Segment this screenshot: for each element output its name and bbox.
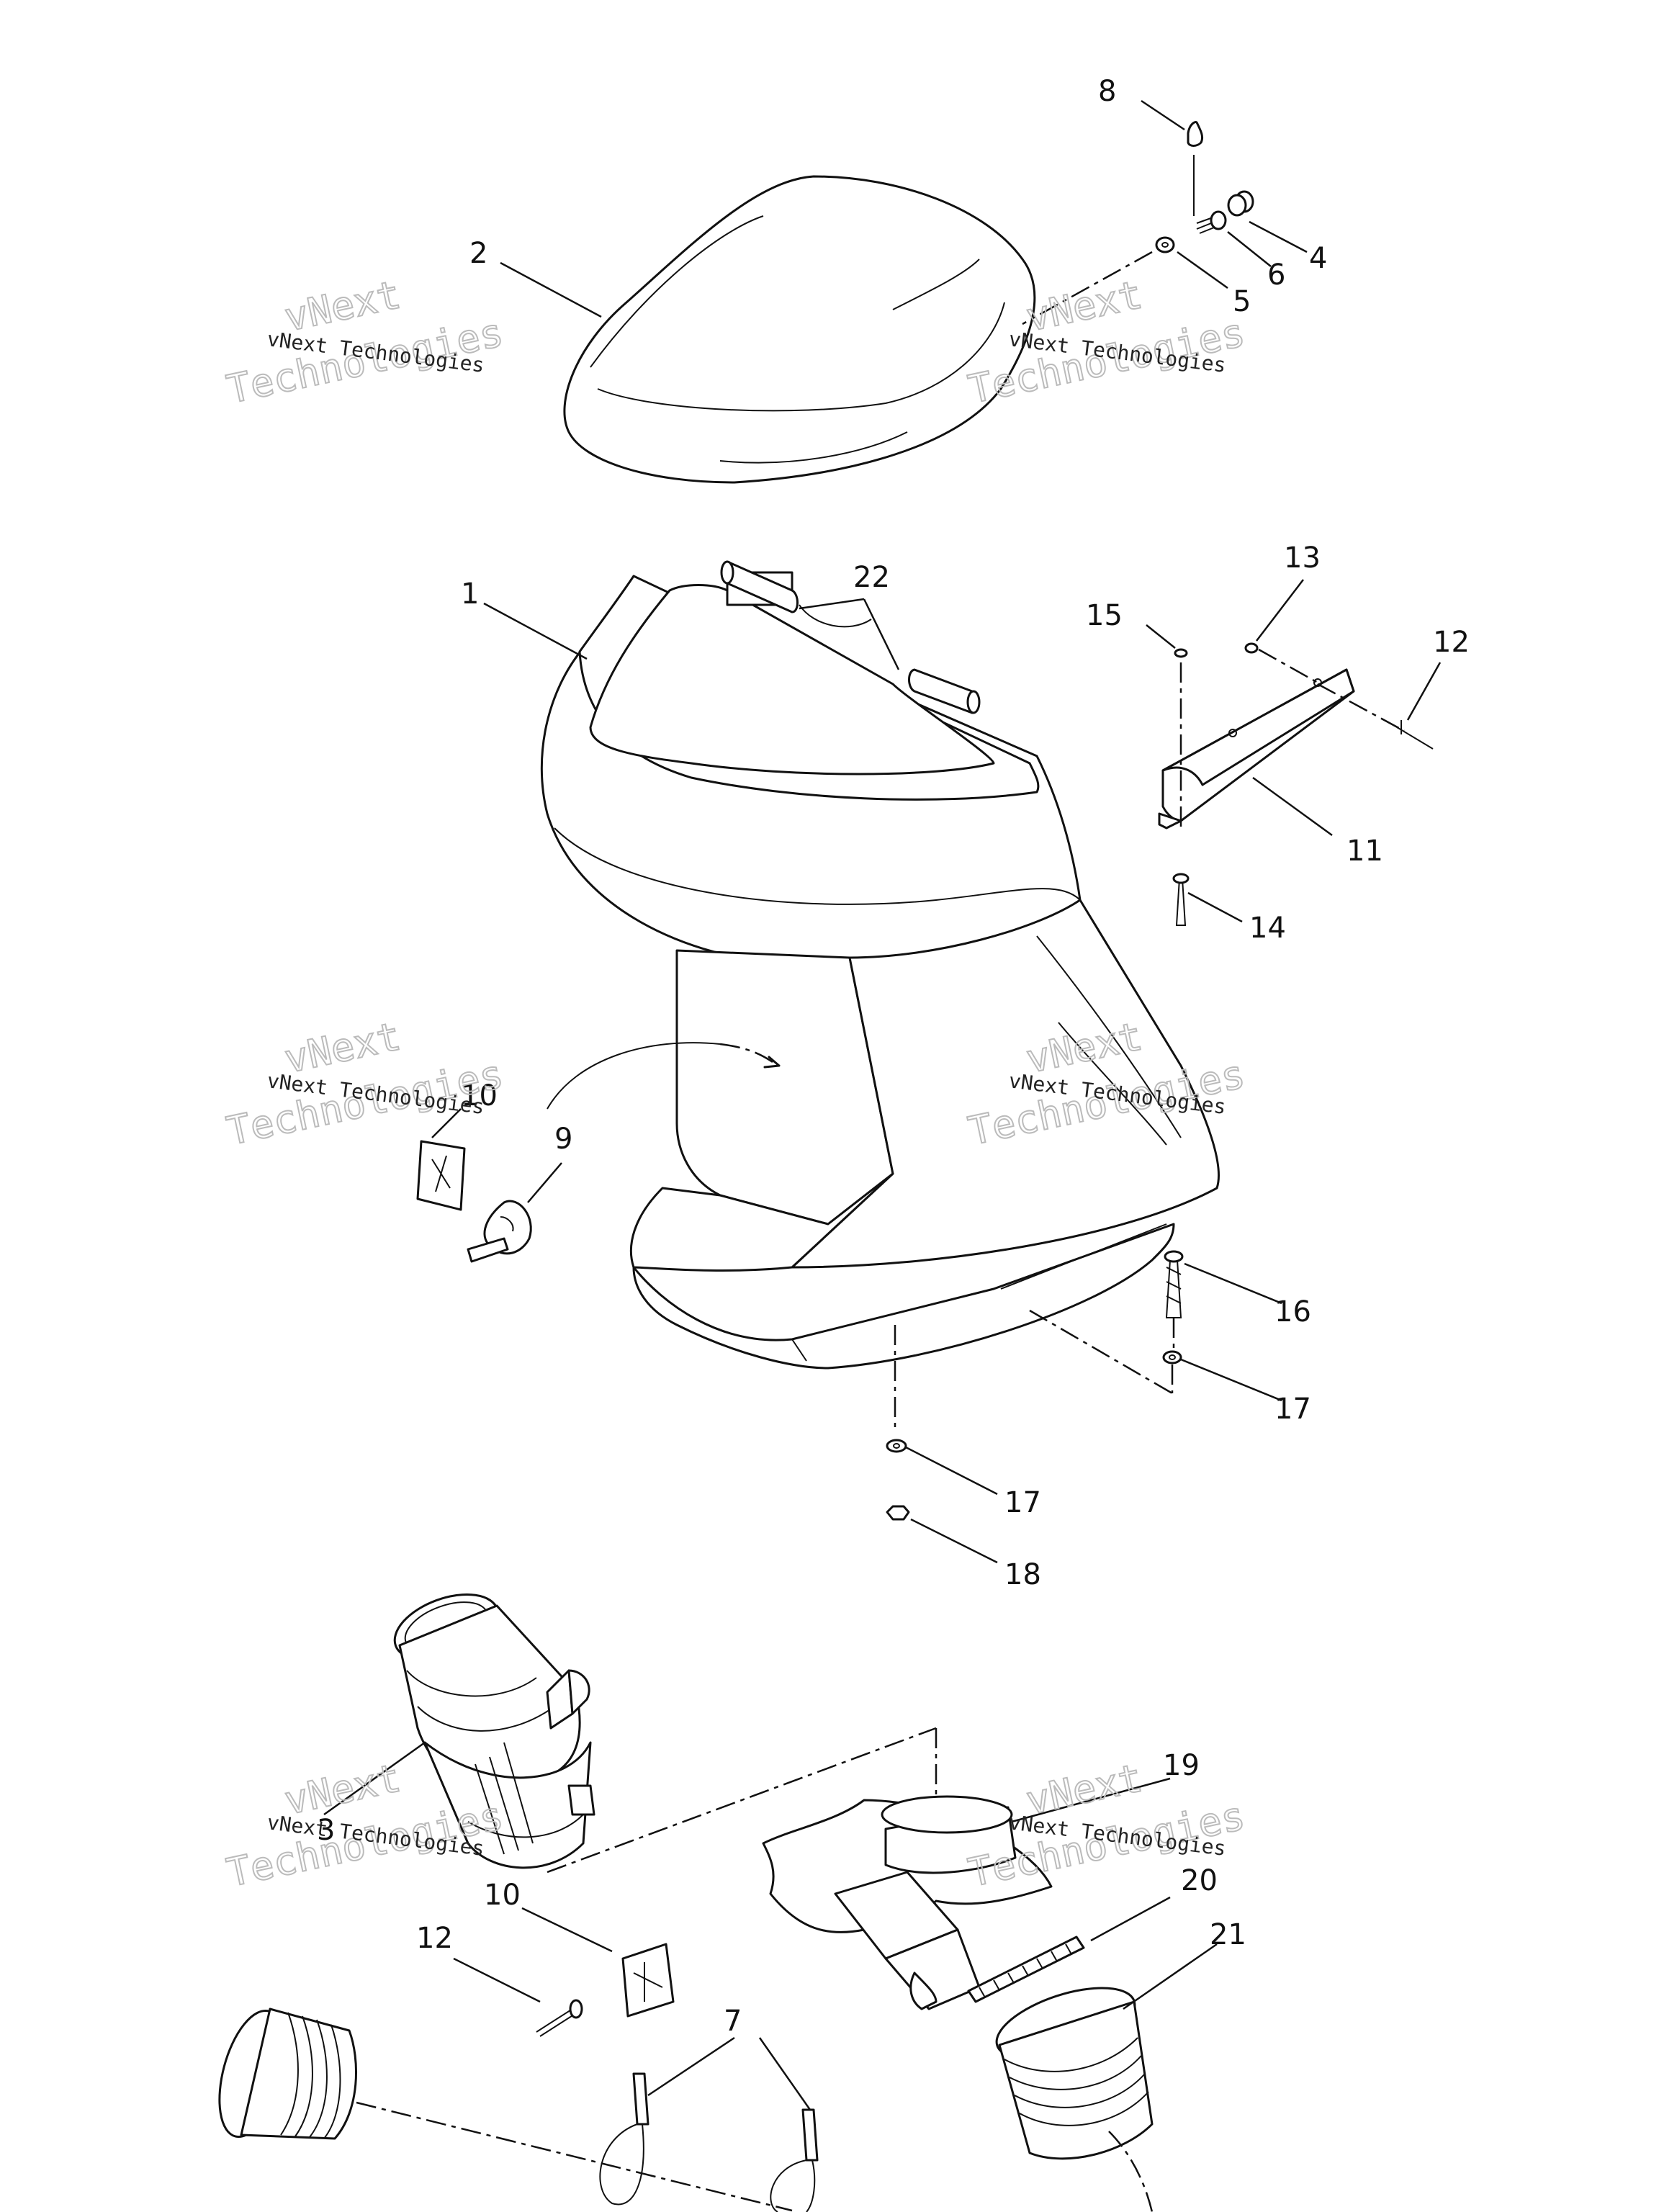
bellows-part-21 (995, 1987, 1154, 2212)
callout-18: 18 (1004, 1558, 1041, 1591)
callout-8: 8 (1098, 75, 1116, 108)
watermark-top-left: vNext Technologies vNext Technologies (222, 271, 508, 413)
callout-15: 15 (1086, 599, 1123, 632)
callout-17-lower: 17 (1004, 1486, 1041, 1519)
plate-part-19 (762, 1795, 1053, 2010)
callout-21: 21 (1210, 1918, 1246, 1951)
hardware-cover-top (1022, 121, 1254, 325)
callout-17-upper: 17 (1274, 1393, 1311, 1426)
callout-1: 1 (461, 577, 479, 611)
callout-12-lower: 12 (416, 1922, 453, 1955)
callout-7: 7 (724, 2005, 742, 2038)
hose-spring-part-20 (967, 1936, 1085, 2003)
tubes-part-22 (720, 560, 981, 714)
callout-19: 19 (1163, 1749, 1200, 1782)
bellows-dashline (356, 2101, 793, 2212)
clip-rivet-lower (536, 1943, 675, 2037)
callout-2: 2 (469, 237, 487, 270)
watermark-mid-left: vNext Technologies vNext Technologies (222, 1012, 508, 1154)
callout-4: 4 (1309, 242, 1327, 275)
callout-3: 3 (317, 1814, 335, 1847)
callout-11: 11 (1346, 835, 1383, 868)
callout-5: 5 (1233, 285, 1251, 318)
fasteners-16-17-18 (886, 1250, 1184, 1521)
cover-part-2 (563, 175, 1036, 484)
callout-14: 14 (1249, 912, 1286, 945)
callout-22: 22 (853, 561, 890, 594)
callout-16: 16 (1274, 1295, 1311, 1328)
bracket-part-11 (1158, 642, 1434, 926)
callout-numbers: 8 2 4 6 5 1 22 13 15 12 11 14 10 9 16 17… (317, 75, 1470, 2038)
leader-lines (323, 99, 1442, 2110)
callout-10: 10 (461, 1079, 498, 1112)
bellows-left (218, 2008, 358, 2140)
callout-10-lower: 10 (484, 1879, 521, 1912)
clip-clamp-9-10 (416, 1140, 532, 1263)
housing-part-1 (540, 571, 1220, 1370)
callout-9: 9 (554, 1123, 572, 1156)
cable-ties-part-7 (599, 2072, 819, 2212)
adapter-part-3 (393, 1593, 595, 1869)
callout-20: 20 (1181, 1864, 1218, 1897)
callout-13: 13 (1284, 541, 1321, 575)
adapter-dashline (547, 1727, 937, 1874)
callout-6: 6 (1267, 258, 1285, 292)
callout-12: 12 (1433, 626, 1470, 659)
